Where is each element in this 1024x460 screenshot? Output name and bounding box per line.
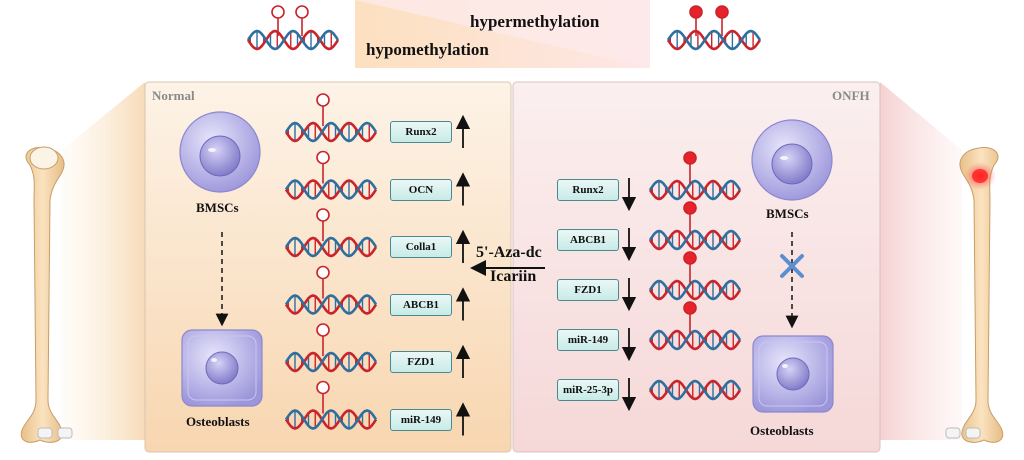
onfh-dna-helix-icon (648, 279, 742, 301)
normal-bmsc-label: BMSCs (196, 200, 239, 215)
onfh-bmsc-label: BMSCs (766, 206, 809, 221)
normal-osteoblast-label: Osteoblasts (186, 414, 250, 429)
normal-panel-title: Normal (152, 88, 195, 103)
treatment-label-1: 5'-Aza-dc (476, 244, 542, 261)
normal-dna-helix-icon (284, 351, 378, 373)
methyl-lollipop-icon (316, 323, 330, 356)
block-x-icon (780, 254, 804, 278)
normal-gene-ocn: OCN (390, 178, 452, 201)
normal-femur-icon (20, 146, 73, 443)
normal-gene-runx2: Runx2 (390, 121, 452, 143)
methyl-lollipop-icon (271, 5, 285, 36)
methyl-lollipop-icon (683, 251, 697, 284)
normal-dna-helix-icon (284, 121, 378, 143)
methyl-lollipop-icon (316, 380, 330, 414)
onfh-dna-helix-icon (648, 179, 742, 201)
onfh-gene-mir-149: miR-149 (557, 329, 619, 351)
methyl-lollipop-icon (295, 5, 309, 36)
onfh-femur-icon (945, 146, 1004, 443)
legend-dna-hyper-icon (666, 29, 762, 51)
normal-osteoblast-cell-icon (181, 329, 263, 407)
methyl-lollipop-icon (689, 5, 703, 36)
onfh-fan (880, 82, 962, 440)
onfh-osteoblast-cell-icon (752, 335, 834, 413)
onfh-panel-title: ONFH (832, 88, 870, 103)
treatment-label-2: Icariin (490, 268, 537, 285)
methyl-lollipop-icon (683, 301, 697, 334)
methyl-lollipop-icon (316, 93, 330, 126)
onfh-bmsc-cell-icon (751, 119, 833, 201)
methyl-lollipop-icon (683, 201, 697, 234)
onfh-gene-mir-25-3p: miR-25-3p (557, 379, 619, 401)
onfh-gene-fzd1: FZD1 (557, 279, 619, 301)
onfh-gene-runx2: Runx2 (557, 179, 619, 201)
hypermethylation-label: hypermethylation (470, 12, 600, 31)
methyl-lollipop-icon (316, 150, 330, 184)
legend-dna-hypo-icon (246, 29, 340, 51)
normal-dna-helix-icon (284, 236, 378, 258)
normal-gene-mir-149: miR-149 (390, 408, 452, 431)
hypomethylation-label: hypomethylation (366, 40, 489, 59)
normal-dna-helix-icon (284, 179, 378, 200)
methyl-lollipop-icon (683, 151, 697, 184)
normal-bmsc-cell-icon (179, 111, 261, 193)
normal-dna-helix-icon (284, 409, 378, 430)
methyl-lollipop-icon (316, 208, 330, 241)
normal-gene-abcb1: ABCB1 (390, 293, 452, 316)
onfh-osteoblast-label: Osteoblasts (750, 423, 814, 438)
onfh-dna-helix-icon (648, 329, 742, 351)
normal-gene-fzd1: FZD1 (390, 351, 452, 373)
normal-dna-helix-icon (284, 294, 378, 315)
methyl-lollipop-icon (316, 265, 330, 299)
methyl-lollipop-icon (715, 5, 729, 36)
normal-fan (62, 82, 145, 440)
onfh-gene-abcb1: ABCB1 (557, 229, 619, 251)
onfh-dna-helix-icon (648, 229, 742, 251)
onfh-dna-helix-icon (648, 379, 742, 401)
normal-gene-colla1: Colla1 (390, 236, 452, 258)
